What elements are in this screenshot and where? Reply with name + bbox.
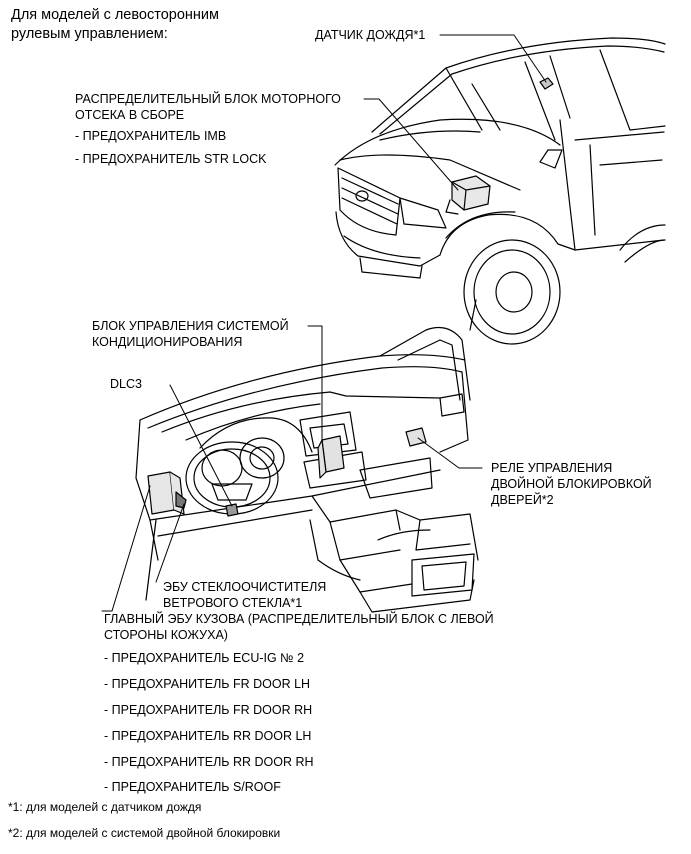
- ac-unit-title-2: КОНДИЦИОНИРОВАНИЯ: [92, 335, 243, 349]
- body-ecu-fuse-fr-door-rh: - ПРЕДОХРАНИТЕЛЬ FR DOOR RH: [104, 703, 313, 717]
- wiper-ecu-title-2: ВЕТРОВОГО СТЕКЛА*1: [163, 596, 303, 610]
- wiper-ecu-title-1: ЭБУ СТЕКЛООЧИСТИТЕЛЯ: [163, 580, 327, 594]
- dlc3-label: DLC3: [110, 377, 142, 391]
- header-line-1: Для моделей с левосторонним: [11, 7, 219, 23]
- vehicle-illustration: [334, 37, 666, 345]
- footnote-1: *1: для моделей с датчиком дождя: [8, 800, 202, 814]
- engine-box-fuse-str-lock: - ПРЕДОХРАНИТЕЛЬ STR LOCK: [75, 152, 267, 166]
- dashboard-illustration: [135, 327, 479, 613]
- body-ecu-fuse-ecu-ig2: - ПРЕДОХРАНИТЕЛЬ ECU-IG № 2: [104, 651, 305, 665]
- body-ecu-title-2: СТОРОНЫ КОЖУХА): [104, 628, 228, 642]
- rain-sensor-label: ДАТЧИК ДОЖДЯ*1: [315, 28, 426, 42]
- engine-box-title-1: РАСПРЕДЕЛИТЕЛЬНЫЙ БЛОК МОТОРНОГО: [75, 92, 341, 106]
- relay-title-2: ДВОЙНОЙ БЛОКИРОВКОЙ: [491, 477, 652, 491]
- header-line-2: рулевым управлением:: [11, 26, 168, 42]
- body-ecu-fuse-fr-door-lh: - ПРЕДОХРАНИТЕЛЬ FR DOOR LH: [104, 677, 311, 691]
- engine-box-fuse-imb: - ПРЕДОХРАНИТЕЛЬ IMB: [75, 129, 227, 143]
- body-ecu-fuse-s-roof: - ПРЕДОХРАНИТЕЛЬ S/ROOF: [104, 780, 281, 794]
- body-ecu-fuse-rr-door-rh: - ПРЕДОХРАНИТЕЛЬ RR DOOR RH: [104, 755, 314, 769]
- leader-lines: [101, 34, 547, 612]
- ac-unit-title-1: БЛОК УПРАВЛЕНИЯ СИСТЕМОЙ: [92, 319, 289, 333]
- footnote-2: *2: для моделей с системой двойной блоки…: [8, 826, 281, 840]
- body-ecu-title-1: ГЛАВНЫЙ ЭБУ КУЗОВА (РАСПРЕДЕЛИТЕЛЬНЫЙ БЛ…: [104, 612, 494, 626]
- engine-box-title-2: ОТСЕКА В СБОРЕ: [75, 108, 185, 122]
- relay-title-3: ДВЕРЕЙ*2: [491, 493, 554, 507]
- relay-title-1: РЕЛЕ УПРАВЛЕНИЯ: [491, 461, 613, 475]
- body-ecu-fuse-rr-door-lh: - ПРЕДОХРАНИТЕЛЬ RR DOOR LH: [104, 729, 312, 743]
